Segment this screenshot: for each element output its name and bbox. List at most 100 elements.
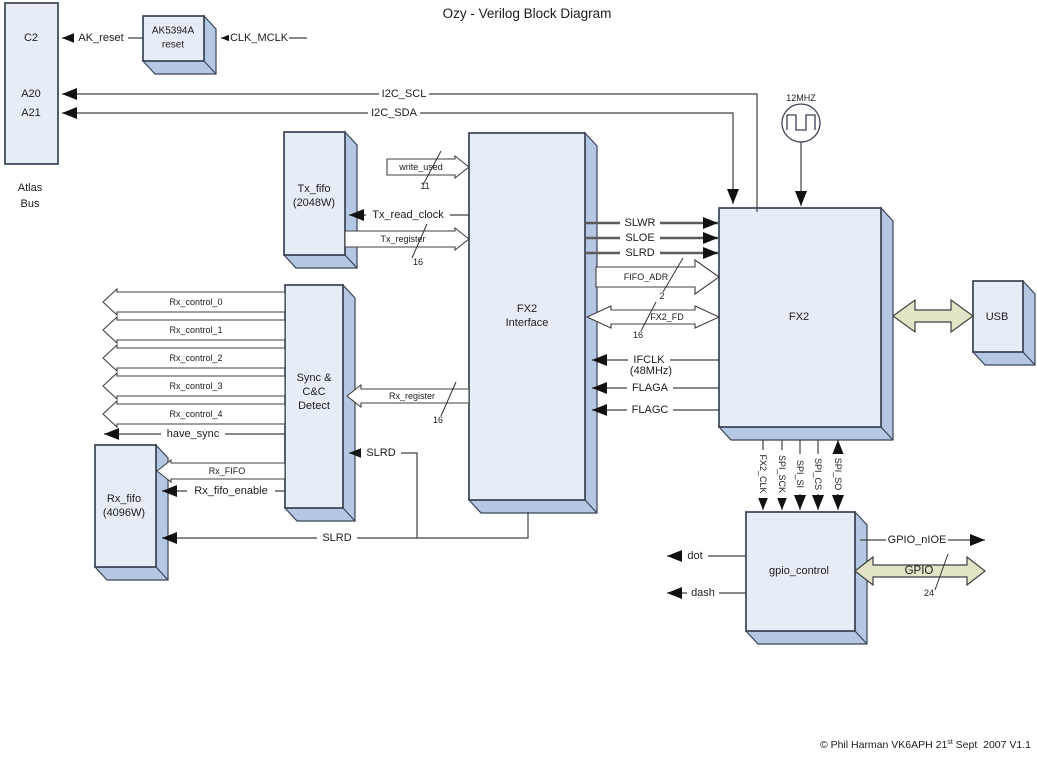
signal-spi-sck: SPI_SCK — [776, 440, 788, 510]
rx-fifo-bus-arrow — [156, 458, 286, 484]
svg-text:dot: dot — [687, 550, 702, 562]
block-gpio-control: gpio_control — [744, 510, 868, 645]
svg-text:2: 2 — [659, 291, 664, 301]
svg-text:Tx_read_clock: Tx_read_clock — [372, 209, 444, 221]
svg-text:FIFO_ADR: FIFO_ADR — [624, 272, 669, 282]
fx2-label: FX2 — [789, 311, 809, 323]
svg-text:11: 11 — [420, 181, 429, 191]
signal-spi-si: SPI_SI — [794, 440, 806, 510]
signal-flagc: FLAGC — [592, 404, 719, 416]
fx2-fd-bus-arrow — [585, 305, 721, 329]
write-used-bus-arrow — [386, 154, 470, 180]
usb-label: USB — [986, 311, 1009, 323]
atlas-caption-line1: Atlas — [18, 182, 43, 194]
signal-rx-fifo-enable: Rx_fifo_enable — [162, 485, 285, 497]
signal-dot: dot — [667, 550, 746, 562]
tx-register-bus-arrow — [344, 226, 470, 252]
svg-text:dash: dash — [691, 587, 715, 599]
svg-text:Rx_FIFO: Rx_FIFO — [209, 466, 246, 476]
bus-rx-control-4: Rx_control_4 — [102, 399, 286, 429]
sync-label-line1: Sync & — [297, 372, 333, 384]
rx-fifo-label-line2: (4096W) — [103, 507, 145, 519]
svg-text:CLK_MCLK: CLK_MCLK — [230, 32, 289, 44]
svg-text:SPI_SCK: SPI_SCK — [777, 455, 787, 493]
svg-text:SLRD: SLRD — [322, 532, 351, 544]
atlas-caption-line2: Bus — [21, 198, 40, 210]
signal-gpio-nioe: GPIO_nIOE — [860, 534, 985, 546]
svg-text:GPIO_nIOE: GPIO_nIOE — [888, 534, 947, 546]
gpio-bus-arrow — [854, 555, 986, 587]
bus-gpio: GPIO 24 — [854, 553, 986, 598]
bus-fx2-fd: FX2_FD 16 — [585, 301, 721, 340]
svg-text:(48MHz): (48MHz) — [630, 365, 672, 377]
atlas-pin-a21: A21 — [21, 107, 41, 119]
atlas-pin-a20: A20 — [21, 88, 41, 100]
clock-icon: 12MHZ — [781, 93, 821, 206]
signal-i2c-sda: I2C_SDA — [62, 107, 739, 204]
fx2-interface-label-line1: FX2 — [517, 303, 537, 315]
signal-spi-cs: SPI_CS — [812, 440, 824, 510]
svg-text:SPI_CS: SPI_CS — [813, 458, 823, 490]
rx-register-bus-arrow — [346, 383, 470, 409]
svg-text:SLWR: SLWR — [625, 217, 656, 229]
svg-text:Rx_register: Rx_register — [389, 391, 435, 401]
signal-ifclk: IFCLK (48MHz) — [592, 354, 719, 377]
tx-fifo-label-line1: Tx_fifo — [297, 183, 330, 195]
ak5394a-label-line2: reset — [162, 40, 184, 51]
signal-clk-mclk: CLK_MCLK — [221, 31, 307, 44]
signal-dash: dash — [667, 587, 746, 599]
svg-text:Rx_control_0: Rx_control_0 — [169, 297, 222, 307]
svg-text:SLRD: SLRD — [366, 447, 395, 459]
svg-text:AK_reset: AK_reset — [78, 32, 123, 44]
copyright: © Phil Harman VK6APH 21st Sept 2007 V1.1 — [820, 739, 1031, 751]
block-fx2: FX2 — [717, 206, 894, 441]
svg-text:SPI_SI: SPI_SI — [795, 460, 805, 488]
svg-text:Rx_control_1: Rx_control_1 — [169, 325, 222, 335]
bus-rx-control-1: Rx_control_1 — [102, 315, 286, 345]
sync-label-line2: C&C — [302, 386, 325, 398]
atlas-pin-c2: C2 — [24, 32, 38, 44]
svg-text:Rx_control_2: Rx_control_2 — [169, 353, 222, 363]
tx-fifo-label-line2: (2048W) — [293, 197, 335, 209]
usb-bus-arrow — [891, 298, 975, 334]
svg-text:Rx_control_3: Rx_control_3 — [169, 381, 222, 391]
svg-text:FX2_CLK: FX2_CLK — [758, 454, 768, 493]
atlas-bus-box — [4, 2, 59, 165]
svg-text:write_used: write_used — [398, 162, 443, 172]
block-tx-fifo: Tx_fifo (2048W) — [282, 130, 358, 269]
bus-rx-control-2: Rx_control_2 — [102, 343, 286, 373]
svg-text:GPIO: GPIO — [905, 565, 934, 577]
block-rx-fifo: Rx_fifo (4096W) — [93, 443, 169, 581]
svg-text:IFCLK: IFCLK — [633, 354, 665, 366]
svg-text:Rx_fifo_enable: Rx_fifo_enable — [194, 485, 267, 497]
svg-text:I2C_SDA: I2C_SDA — [371, 107, 418, 119]
bus-write-used: write_used 11 — [386, 150, 470, 191]
signal-have-sync: have_sync — [104, 428, 285, 440]
svg-text:I2C_SCL: I2C_SCL — [382, 88, 427, 100]
svg-text:16: 16 — [413, 257, 423, 267]
bus-fifo-adr: FIFO_ADR 2 — [595, 257, 720, 301]
svg-text:FLAGA: FLAGA — [632, 382, 669, 394]
fifo-adr-bus-arrow — [595, 258, 720, 296]
signal-slwr: SLWR — [585, 217, 718, 229]
svg-text:FLAGC: FLAGC — [632, 404, 669, 416]
page-title: Ozy - Verilog Block Diagram — [443, 6, 612, 21]
signal-slrd-bottom: SLRD — [162, 512, 529, 544]
svg-text:16: 16 — [633, 330, 643, 340]
bus-rx-fifo: Rx_FIFO — [156, 458, 286, 484]
svg-text:SLOE: SLOE — [625, 232, 654, 244]
svg-text:Tx_register: Tx_register — [380, 234, 425, 244]
svg-text:FX2_FD: FX2_FD — [650, 312, 684, 322]
gpio-control-label: gpio_control — [769, 565, 829, 577]
block-ak5394a-reset: AK5394A reset — [141, 14, 217, 75]
clock-label: 12MHZ — [786, 93, 816, 103]
signal-flaga: FLAGA — [592, 382, 719, 394]
signal-slrd: SLRD — [585, 247, 718, 259]
fx2-interface-label-line2: Interface — [506, 317, 549, 329]
signal-spi-so: SPI_SO — [832, 440, 844, 510]
signal-tx-read-clock: Tx_read_clock — [349, 208, 469, 221]
svg-text:16: 16 — [433, 415, 443, 425]
signal-ak-reset: AK_reset — [62, 31, 143, 44]
svg-text:SPI_SO: SPI_SO — [833, 458, 843, 491]
